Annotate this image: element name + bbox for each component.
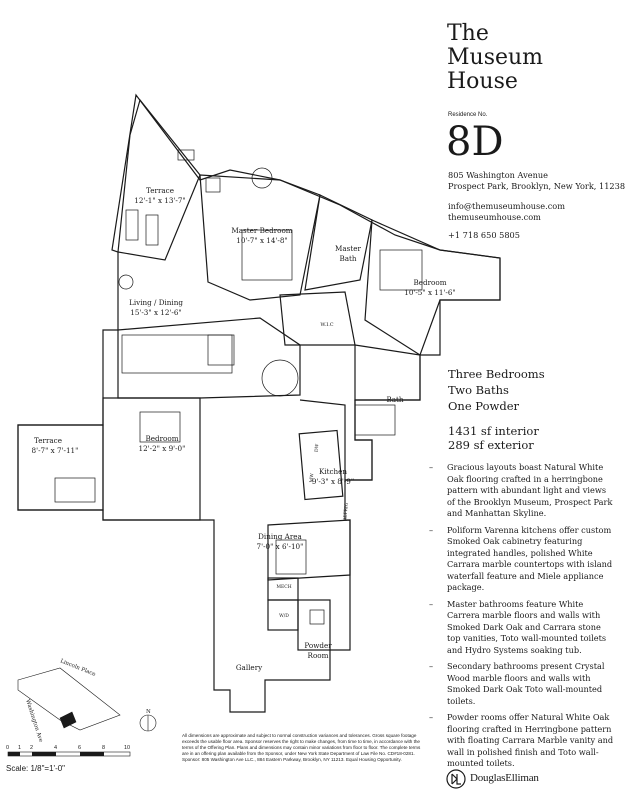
feature-item: Gracious layouts boast Natural White Oak… (429, 462, 615, 520)
feature-item: Powder rooms offer Natural White Oak flo… (429, 712, 615, 770)
residence-number: 8D (446, 119, 504, 165)
feature-item: Secondary bathrooms present Crystal Wood… (429, 661, 615, 707)
residence-label: Residence No. (448, 112, 488, 118)
broker-name: DouglasElliman (470, 772, 539, 784)
key-map (17, 667, 157, 732)
address-street: 805 Washington Avenue (448, 170, 548, 180)
bedroom-right-name: Bedroom (413, 278, 446, 287)
terrace-left-name: Terrace (34, 436, 62, 445)
terrace-top-name: Terrace (146, 186, 174, 195)
feature-item: Poliform Varenna kitchens offer custom S… (429, 525, 615, 594)
master-bedroom-name: Master Bedroom (231, 226, 292, 235)
contact-email[interactable]: info@themuseumhouse.com (448, 201, 565, 211)
plan-furniture (54, 149, 423, 625)
powder-name2: Room (308, 651, 329, 660)
kitchen-dim: 9'-3" x 8'-9" (312, 477, 354, 486)
bedroom-right-dim: 10'-5" x 11'-6" (404, 288, 455, 297)
terrace-left-dim: 8'-7" x 7'-11" (32, 446, 79, 455)
master-bedroom-dim: 10'-7" x 14'-8" (236, 236, 287, 245)
plan-walls (17, 93, 501, 713)
terrace-top-dim: 12'-1" x 13'-7" (134, 196, 185, 205)
feature-list: Gracious layouts boast Natural White Oak… (429, 462, 615, 775)
scale-tick-8: 8 (102, 745, 106, 751)
street-lincoln: Lincoln Place (59, 658, 96, 678)
scale-tick-4: 4 (54, 745, 58, 751)
scale-label: Scale: 1/8"=1'-0" (6, 764, 66, 773)
powder-count: One Powder (448, 399, 519, 413)
room-labels: Terrace 12'-1" x 13'-7" Master Bedroom 1… (32, 186, 456, 672)
fixture-labels: MECH W/D MW DW REFRIG (276, 443, 349, 619)
building-name-line2: Museum (447, 45, 544, 70)
interior-area: 1431 sf interior (448, 424, 539, 438)
scale-bar (7, 751, 131, 757)
bath-count: Two Baths (448, 383, 509, 397)
scale-tick-6: 6 (78, 745, 82, 751)
bedroom-left-name: Bedroom (145, 434, 178, 443)
living-dim: 15'-3" x 12'-6" (130, 308, 181, 317)
powder-name1: Powder (304, 641, 332, 650)
dining-dim: 7'-0" x 6'-10" (257, 542, 304, 551)
wd-label: W/D (279, 613, 289, 619)
exterior-area: 289 sf exterior (448, 438, 534, 452)
bedroom-count: Three Bedrooms (448, 367, 545, 381)
broker-logo: DouglasElliman (446, 769, 618, 789)
dining-name: Dining Area (258, 532, 302, 541)
scale-tick-1: 1 (18, 745, 22, 751)
layout-summary: Three Bedrooms Two Baths One Powder (448, 366, 545, 414)
address-city: Prospect Park, Brooklyn, New York, 11238 (448, 181, 625, 191)
key-map-labels: Lincoln Place Washington Ave N (24, 658, 151, 743)
bedroom-left-dim: 12'-2" x 9'-0" (139, 444, 186, 453)
gallery-label: Gallery (236, 663, 263, 672)
master-bath-name1: Master (335, 244, 361, 253)
contact-phone[interactable]: +1 718 650 5805 (448, 230, 520, 240)
contact-website[interactable]: themuseumhouse.com (448, 212, 541, 222)
mw-label: MW (309, 473, 316, 483)
street-washington: Washington Ave (24, 699, 43, 743)
bath-label: Bath (386, 395, 403, 404)
refrig-label: REFRIG (342, 502, 350, 521)
building-name-line1: The (447, 21, 489, 46)
master-bath-name2: Bath (339, 254, 356, 263)
building-name-line3: House (447, 69, 518, 94)
north-label: N (146, 709, 151, 715)
area-summary: 1431 sf interior 289 sf exterior (448, 424, 539, 452)
contact-block: 805 Washington Avenue Prospect Park, Bro… (448, 170, 625, 241)
building-name: The Museum House (447, 22, 607, 94)
mech-label: MECH (276, 584, 291, 590)
scale-tick-10: 10 (124, 745, 131, 751)
living-name: Living / Dining (129, 298, 183, 307)
broker-logo-icon (446, 769, 466, 789)
wic-label: W.I.C (320, 322, 333, 328)
feature-item: Master bathrooms feature White Carrera m… (429, 599, 615, 657)
legal-disclaimer: All dimensions are approximate and subje… (182, 733, 421, 763)
dw-label: DW (314, 443, 321, 452)
scale-tick-2: 2 (30, 745, 34, 751)
scale-tick-0: 0 (6, 745, 10, 751)
kitchen-name: Kitchen (319, 467, 347, 476)
